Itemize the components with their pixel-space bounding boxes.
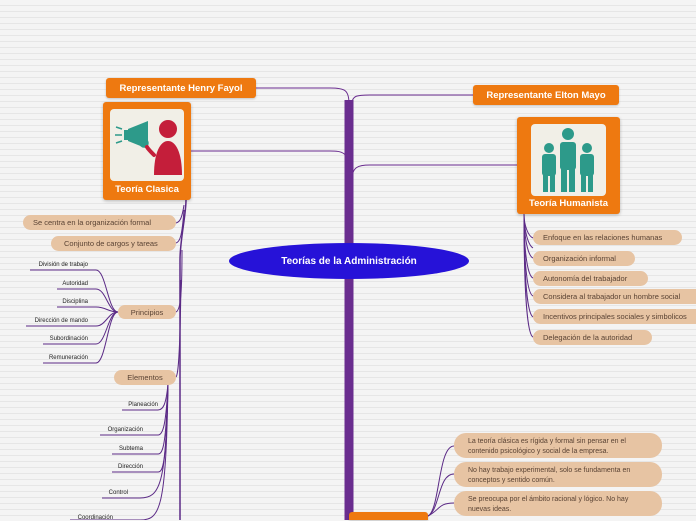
- right-item[interactable]: Considera al trabajador un hombre social: [533, 289, 696, 304]
- principle-leaf[interactable]: Subordinación: [49, 336, 88, 342]
- right-sub-trunk: [523, 213, 534, 249]
- principle-leaf[interactable]: División de trabajo: [38, 262, 88, 268]
- representative-mayo[interactable]: Representante Elton Mayo: [473, 85, 619, 105]
- element-leaf[interactable]: Planeación: [128, 402, 158, 408]
- bottom-orange-node[interactable]: [349, 512, 428, 520]
- note-no-experimental[interactable]: No hay trabajo experimental, solo se fun…: [454, 462, 662, 487]
- element-leaf[interactable]: Organización: [107, 427, 143, 433]
- elements-node[interactable]: Elementos: [114, 370, 176, 385]
- principle-leaf[interactable]: Remuneración: [48, 355, 88, 361]
- element-leaf[interactable]: Dirección: [117, 464, 143, 470]
- element-leaf[interactable]: Subtema: [118, 446, 143, 452]
- element-leaf[interactable]: Control: [108, 490, 128, 496]
- right-item[interactable]: Autonomía del trabajador: [533, 271, 648, 286]
- branch-to-fayol: [255, 87, 350, 105]
- note-rational-logic[interactable]: Se preocupa por el ámbito racional y lóg…: [454, 491, 662, 516]
- megaphone-speaker-icon: [115, 120, 182, 175]
- classic-theory-card[interactable]: Teoría Clasica: [103, 102, 191, 200]
- group-of-people-icon: [542, 128, 594, 192]
- principle-leaf[interactable]: Dirección de mando: [34, 318, 88, 324]
- classic-theory-title: Teoría Clasica: [115, 183, 179, 195]
- humanist-theory-image: [531, 124, 606, 196]
- left-item-formal-organization[interactable]: Se centra en la organización formal: [23, 215, 176, 230]
- branch-to-classic-card: [190, 150, 350, 171]
- right-item[interactable]: Enfoque en las relaciones humanas: [533, 230, 682, 245]
- left-sub-trunk: [179, 199, 187, 520]
- principle-leaf[interactable]: Autoridad: [62, 281, 88, 287]
- branch-to-humanist-card: [351, 164, 518, 181]
- principles-node[interactable]: Principios: [118, 305, 176, 319]
- principle-leaf[interactable]: Disciplina: [62, 299, 88, 305]
- central-topic[interactable]: Teorías de la Administración: [229, 243, 469, 279]
- right-item[interactable]: Delegación de la autoridad: [533, 330, 652, 345]
- right-item[interactable]: Organización informal: [533, 251, 635, 266]
- humanist-theory-title: Teoría Humanista: [528, 197, 608, 209]
- note-classic-rigid[interactable]: La teoría clásica es rígida y formal sin…: [454, 433, 662, 458]
- representative-fayol[interactable]: Representante Henry Fayol: [106, 78, 256, 98]
- branch-to-mayo: [351, 94, 473, 105]
- right-item[interactable]: Incentivos principales sociales y simbol…: [533, 309, 696, 324]
- classic-theory-image: [110, 109, 184, 181]
- left-item-roles-and-tasks[interactable]: Conjunto de cargos y tareas: [51, 236, 176, 251]
- element-leaf[interactable]: Coordinación: [77, 515, 113, 521]
- humanist-theory-card[interactable]: Teoría Humanista: [517, 117, 620, 214]
